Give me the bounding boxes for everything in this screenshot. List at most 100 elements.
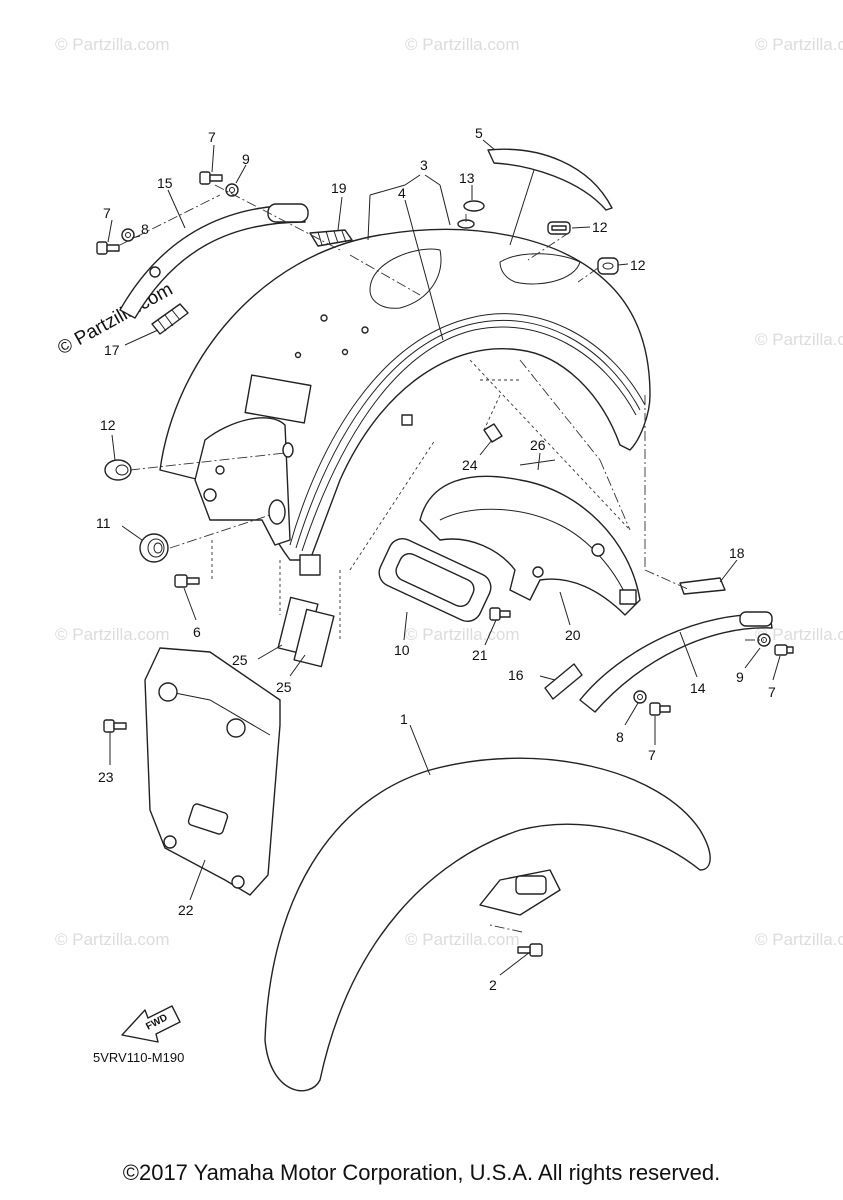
- part-12-grommet-mid[interactable]: [597, 257, 619, 275]
- fender-hole: [282, 442, 294, 458]
- washer-hole: [761, 637, 767, 643]
- copyright-notice: ©2017 Yamaha Motor Corporation, U.S.A. A…: [122, 1160, 721, 1185]
- callout-8: 8: [616, 729, 624, 745]
- watermark: © Partzilla.com: [405, 625, 520, 644]
- part-26-line: [519, 459, 556, 466]
- callout-22: 22: [178, 902, 194, 918]
- callout-19: 19: [331, 180, 347, 196]
- watermark: © Partzilla.com: [405, 930, 520, 949]
- washer-8-right[interactable]: [633, 690, 647, 704]
- callout-21: 21: [472, 647, 488, 663]
- part-19-ribs: [317, 230, 347, 246]
- cover-slot: [187, 803, 229, 835]
- watermark: © Partzilla.com: [755, 35, 843, 54]
- callout-7: 7: [768, 684, 776, 700]
- part-4-emblem-area: [369, 248, 442, 309]
- callout-23: 23: [98, 769, 114, 785]
- callout-24: 24: [462, 457, 478, 473]
- watermark: © Partzilla.com: [55, 625, 170, 644]
- part-6-bolt[interactable]: [174, 574, 200, 588]
- callout-2: 2: [489, 977, 497, 993]
- callout-18: 18: [729, 545, 745, 561]
- callout-16: 16: [508, 667, 524, 683]
- callout-26: 26: [530, 437, 546, 453]
- callout-9: 9: [242, 151, 250, 167]
- part-12-grommet-top[interactable]: [547, 221, 571, 235]
- part-18-pad[interactable]: [679, 577, 726, 595]
- fender-hole: [591, 543, 605, 557]
- part-1-bracket-slot: [515, 875, 547, 895]
- cover-boss: [163, 835, 177, 849]
- washer-hole: [229, 187, 235, 193]
- washer-hole: [637, 694, 643, 700]
- part-14-rail[interactable]: [579, 613, 773, 713]
- watermark: © Partzilla.com: [755, 625, 843, 644]
- part-20-inner-fender[interactable]: [419, 475, 641, 616]
- part-15-hole: [149, 266, 161, 278]
- leader-lines: [107, 139, 781, 976]
- fender-hole: [320, 314, 328, 322]
- part-11-grommet[interactable]: [139, 533, 169, 563]
- washer-9-upper[interactable]: [225, 183, 239, 197]
- callout-3: 3: [420, 157, 428, 173]
- part-21-bolt[interactable]: [489, 607, 511, 621]
- fender-hole: [215, 465, 225, 475]
- callout-6: 6: [193, 624, 201, 640]
- bolt-7-right[interactable]: [774, 644, 794, 656]
- callout-20: 20: [565, 627, 581, 643]
- bolt-7-lower[interactable]: [649, 702, 671, 716]
- callout-7: 7: [103, 205, 111, 221]
- cover-boss: [158, 682, 178, 702]
- part-3-fender-stripe: [295, 319, 641, 549]
- fwd-arrow-icon: FWD: [121, 1005, 181, 1043]
- washer-hole: [125, 232, 131, 238]
- watermark: © Partzilla.com: [405, 35, 520, 54]
- watermark: © Partzilla.com: [55, 930, 170, 949]
- fender-tab: [299, 554, 321, 576]
- fender-tab: [619, 589, 637, 605]
- fender-tab: [401, 414, 413, 426]
- callout-9: 9: [736, 669, 744, 685]
- part-14-rail-end[interactable]: [739, 611, 773, 627]
- callout-11: 11: [96, 515, 111, 531]
- part-20-ribs: [439, 508, 629, 601]
- part-4-emblem-area: [499, 253, 581, 285]
- part-17-pad[interactable]: [151, 303, 189, 335]
- part-22-side-cover[interactable]: [144, 647, 281, 896]
- part-12-grommet-left[interactable]: [104, 459, 132, 481]
- part-3-fender-stripe: [301, 326, 637, 552]
- callout-5: 5: [475, 125, 483, 141]
- part-17-ribs: [157, 309, 181, 332]
- part-5-trim[interactable]: [487, 148, 613, 211]
- watermark: © Partzilla.com: [755, 930, 843, 949]
- callout-25: 25: [276, 679, 292, 695]
- part-3-side-panel[interactable]: [194, 417, 291, 546]
- callout-7: 7: [208, 129, 216, 145]
- part-10-reflector[interactable]: [375, 534, 496, 626]
- part-1-front-fender[interactable]: [264, 757, 711, 1092]
- part-19-pad[interactable]: [309, 229, 353, 247]
- cover-boss: [231, 875, 245, 889]
- part-25-decal[interactable]: [293, 608, 335, 668]
- watermark: © Partzilla.com: [55, 35, 170, 54]
- part-23-bolt[interactable]: [103, 719, 127, 733]
- fender-hole: [361, 326, 369, 334]
- part-15-rail-end[interactable]: [267, 203, 309, 223]
- part-2-bolt[interactable]: [517, 943, 543, 957]
- part-3-fender-stripe: [289, 313, 646, 546]
- fender-hole: [341, 348, 349, 356]
- callout-10: 10: [394, 642, 410, 658]
- callout-12: 12: [630, 257, 646, 273]
- bolt-7-upper[interactable]: [199, 171, 223, 185]
- part-16-pad[interactable]: [544, 663, 583, 700]
- callout-25: 25: [232, 652, 248, 668]
- part-13-washer[interactable]: [463, 200, 485, 212]
- callout-12: 12: [592, 219, 608, 235]
- callout-1: 1: [400, 711, 408, 727]
- fender-hole: [268, 499, 286, 525]
- callout-14: 14: [690, 680, 706, 696]
- part-24-clip[interactable]: [483, 423, 503, 443]
- callout-15: 15: [157, 175, 173, 191]
- bolt-7-left[interactable]: [96, 241, 120, 255]
